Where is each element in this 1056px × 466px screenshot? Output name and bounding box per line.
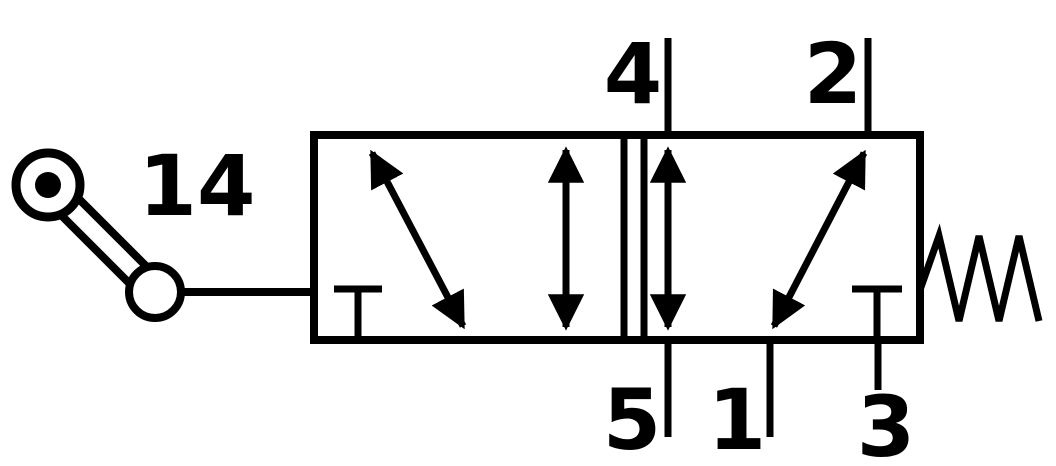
right-chamber-symbols bbox=[649, 146, 902, 336]
spring-return-icon bbox=[916, 223, 1043, 322]
left-crossflow-arrow bbox=[368, 149, 467, 330]
left-chamber-symbols bbox=[334, 146, 585, 336]
port-labels: 14 4 2 5 1 3 bbox=[139, 25, 916, 466]
actuator-label-14: 14 bbox=[139, 137, 256, 235]
roller-lever-actuator bbox=[11, 148, 316, 322]
port-lines bbox=[664, 38, 882, 437]
port-3-label: 3 bbox=[857, 378, 915, 466]
lever-pivot bbox=[125, 262, 185, 322]
roller-axle-dot bbox=[35, 172, 61, 198]
valve-body bbox=[310, 131, 924, 344]
flow-path-1-2-arrow bbox=[770, 149, 868, 330]
port-1-label: 1 bbox=[708, 371, 766, 466]
port-2-label: 2 bbox=[804, 25, 862, 123]
valve-body-outline bbox=[310, 131, 924, 344]
port-4-label: 4 bbox=[604, 25, 662, 123]
port-5-label: 5 bbox=[603, 371, 661, 466]
